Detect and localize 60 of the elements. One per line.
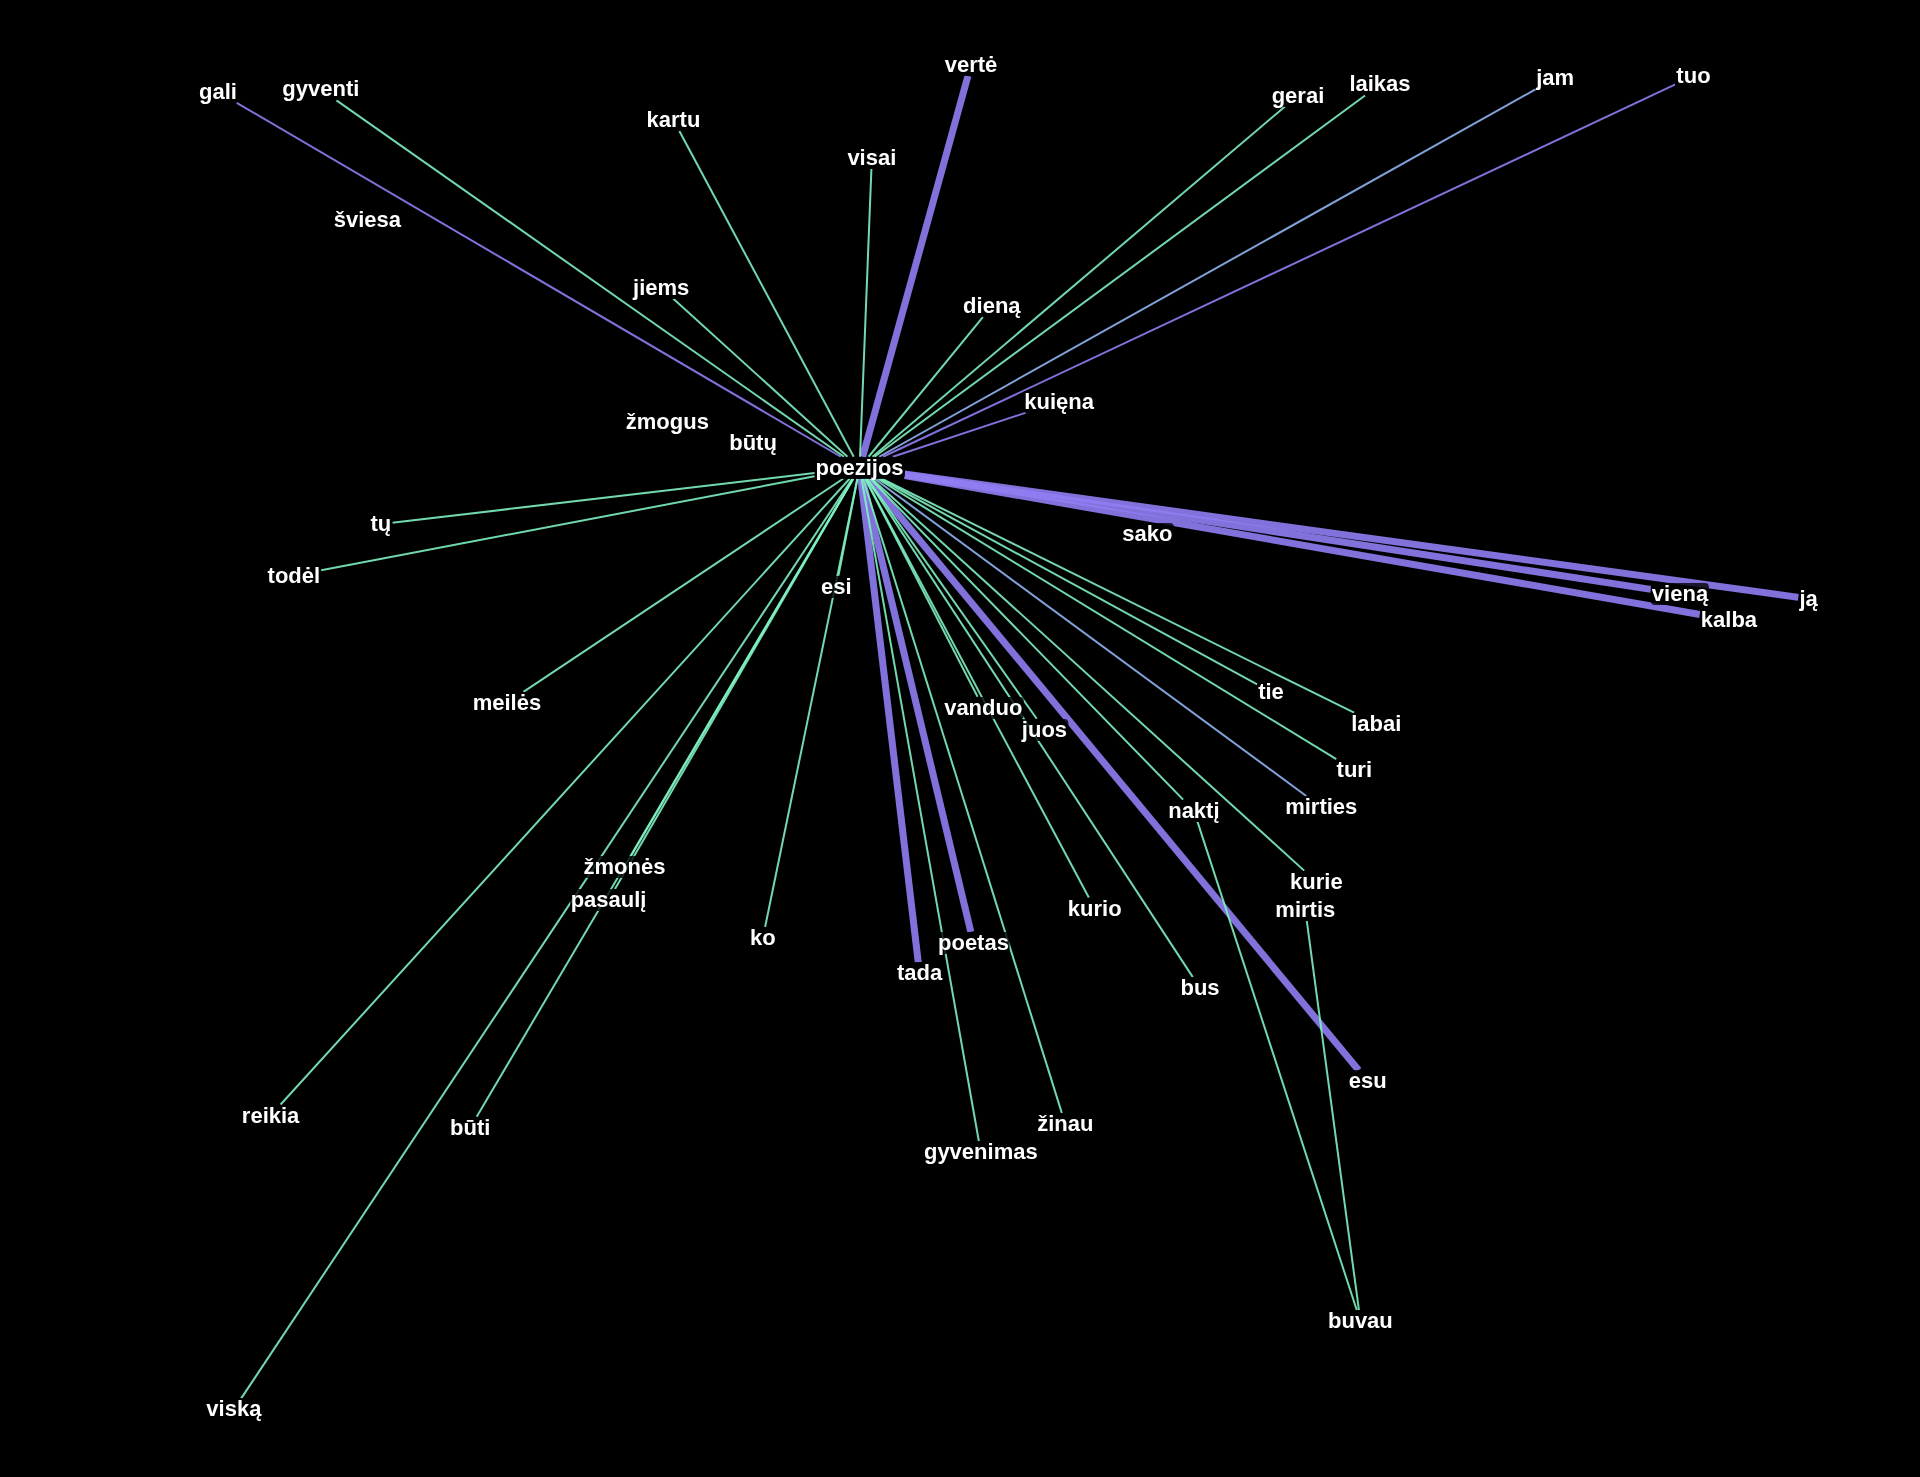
word-label: viską — [205, 1398, 263, 1421]
connector-line — [475, 477, 855, 1118]
connector-line — [862, 477, 1063, 1115]
word-label: gyvenimas — [922, 1141, 1039, 1164]
connector-line — [866, 477, 1038, 720]
connector-line — [880, 477, 1356, 714]
word-label: jiems — [632, 276, 691, 299]
connector-line — [1196, 820, 1358, 1312]
word-label: dieną — [962, 295, 1022, 318]
word-label: vertė — [943, 53, 999, 76]
connector-line — [873, 477, 1308, 797]
connector-line — [891, 411, 1027, 458]
word-label: poetas — [937, 931, 1010, 954]
word-label: mirtis — [1274, 898, 1337, 921]
connector-line — [904, 470, 1799, 601]
connector-line — [678, 130, 855, 458]
connector-line — [865, 477, 1194, 979]
word-label: ją — [1798, 587, 1819, 610]
connector-line — [882, 83, 1677, 458]
word-label: juos — [1020, 718, 1069, 741]
connector-line — [859, 74, 972, 458]
connector-line — [235, 101, 842, 458]
word-label: žmonės — [582, 855, 667, 878]
connector-line — [864, 477, 1090, 899]
word-label: esi — [820, 575, 853, 598]
word-label: laikas — [1348, 73, 1412, 96]
connector-line — [1305, 919, 1360, 1312]
connector-line — [522, 477, 845, 693]
word-label: gerai — [1270, 84, 1326, 107]
word-label: naktį — [1167, 799, 1221, 822]
connector-line — [867, 316, 984, 458]
connector-line — [876, 477, 1338, 761]
connector-line — [866, 476, 1362, 1073]
connector-line — [870, 477, 1306, 872]
word-label: gali — [198, 80, 238, 103]
word-label: poezijos — [814, 456, 905, 479]
connector-line — [764, 477, 859, 928]
word-label: vanduo — [943, 696, 1024, 719]
word-label: kuięna — [1023, 390, 1096, 413]
word-label: tų — [369, 513, 393, 536]
word-label: gyventi — [281, 78, 361, 101]
connector-line — [878, 88, 1537, 458]
connector-line — [857, 478, 922, 963]
connector-line — [869, 477, 1185, 801]
connector-line — [391, 472, 816, 524]
word-label: žmogus — [624, 411, 710, 434]
word-label: vieną — [1650, 582, 1710, 605]
word-label: pasaulį — [569, 889, 648, 911]
connector-line — [320, 475, 816, 572]
connector-line — [873, 94, 1367, 458]
word-label: jam — [1535, 67, 1576, 90]
word-label: būtų — [728, 432, 778, 455]
connector-line — [672, 297, 849, 458]
word-label: kartu — [645, 109, 702, 131]
connector-line — [859, 167, 873, 458]
connector-line — [860, 477, 980, 1143]
connector-line — [279, 477, 851, 1106]
connector-line — [335, 99, 845, 458]
connector-line — [240, 477, 854, 1400]
connector-line — [871, 105, 1286, 458]
